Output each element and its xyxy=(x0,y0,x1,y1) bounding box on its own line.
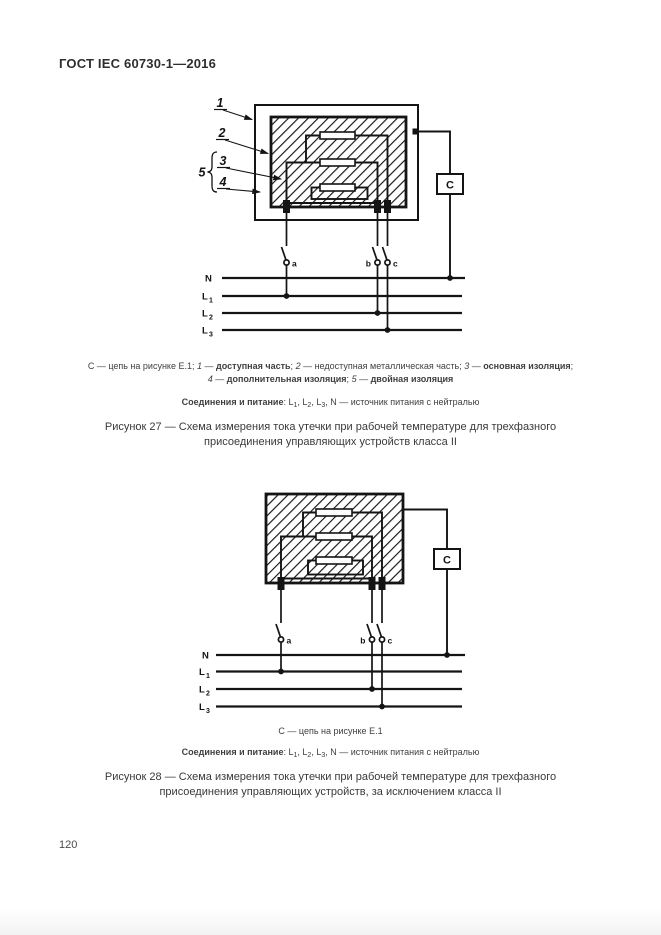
line-l1-sub: 1 xyxy=(209,298,213,305)
switch-b-label: b xyxy=(366,259,371,269)
element-bars xyxy=(319,131,356,192)
switch-contact xyxy=(374,259,381,266)
terminal xyxy=(368,577,376,590)
figure-27-feed-note: Соединения и питание: L1, L2, L3, N — ис… xyxy=(181,397,480,409)
line-n-label: N xyxy=(205,274,212,285)
page-number: 120 xyxy=(59,839,78,851)
line-n-label: N xyxy=(202,651,209,662)
switch-c-label: c xyxy=(388,636,393,646)
figure-27-legend: С — цепь на рисунке Е.1; 1 — доступная ч… xyxy=(0,360,661,385)
junction-dots xyxy=(283,275,453,333)
figure-27-diagram: a b c C N L 1 L 2 L 3 xyxy=(199,96,465,339)
element-bar xyxy=(315,508,353,517)
element-bar xyxy=(319,183,356,192)
figure-28-caption: Рисунок 28 — Схема измерения тока утечки… xyxy=(104,771,557,798)
terminals xyxy=(283,128,419,213)
page-edge-shadow xyxy=(0,909,661,935)
terminal xyxy=(374,200,381,213)
terminal xyxy=(277,577,285,590)
terminal xyxy=(384,200,391,213)
callout-2: 2 xyxy=(218,126,226,140)
callout-brace xyxy=(207,151,218,193)
element-bar xyxy=(319,131,356,140)
circuit-box xyxy=(433,548,461,570)
line-l2-sub: 2 xyxy=(209,315,213,322)
line-l1-label: L xyxy=(199,667,205,678)
switch-a-label: a xyxy=(287,636,292,646)
callout-1: 1 xyxy=(217,96,224,110)
measuring-circuit: C xyxy=(403,508,461,655)
line-l3-label: L xyxy=(199,702,205,713)
switch-contact xyxy=(368,636,376,643)
terminal xyxy=(283,200,290,213)
legend-line: С — цепь на рисунке Е.1; 1 — доступная ч… xyxy=(87,361,574,371)
figure-27-caption: Рисунок 27 — Схема измерения тока утечки… xyxy=(104,421,557,448)
circuit-box xyxy=(436,173,464,195)
figure-28-legend: С — цепь на рисунке Е.1 xyxy=(278,726,383,736)
line-l3-label: L xyxy=(202,326,208,337)
switch-b-label: b xyxy=(360,636,365,646)
junction-dots xyxy=(278,652,450,710)
switch-contact xyxy=(283,259,290,266)
figure-28-feed-note: Соединения и питание: L1, L2, L3, N — ис… xyxy=(181,747,480,759)
supply-lines xyxy=(216,653,465,708)
figure-28-diagram: a b c C N L 1 L 2 L 3 xyxy=(199,492,465,715)
element-bar xyxy=(319,158,356,167)
terminal xyxy=(378,577,386,590)
callout-5: 5 xyxy=(199,166,207,180)
document-header: ГОСТ IEC 60730-1—2016 xyxy=(59,56,217,71)
line-l3-sub: 3 xyxy=(209,332,213,339)
line-l2-label: L xyxy=(199,685,205,696)
terminals xyxy=(277,577,386,590)
switch-contact xyxy=(384,259,391,266)
switch-leads xyxy=(275,590,386,707)
circuit-box-label: C xyxy=(443,555,451,567)
callouts: 1 2 3 4 5 xyxy=(199,96,283,195)
callout-4: 4 xyxy=(219,175,227,189)
measuring-circuit: C xyxy=(418,130,464,278)
element-bar xyxy=(315,556,353,565)
line-l3-sub: 3 xyxy=(206,708,210,715)
element-bars xyxy=(315,508,353,565)
switch-contact xyxy=(277,636,285,643)
switch-a-label: a xyxy=(292,259,297,269)
circuit-box-label: C xyxy=(446,180,454,192)
line-l1-label: L xyxy=(202,292,208,303)
switch-c-label: c xyxy=(393,259,398,269)
switch-contact xyxy=(378,636,386,643)
line-l2-label: L xyxy=(202,309,208,320)
line-l2-sub: 2 xyxy=(206,691,210,698)
switch-leads xyxy=(280,213,391,330)
line-l1-sub: 1 xyxy=(206,673,210,680)
supply-lines xyxy=(222,276,465,332)
legend-line: 4 — дополнительная изоляция; 5 — двойная… xyxy=(207,373,454,384)
callout-3: 3 xyxy=(220,154,227,168)
terminal xyxy=(412,128,419,135)
element-bar xyxy=(315,532,353,541)
